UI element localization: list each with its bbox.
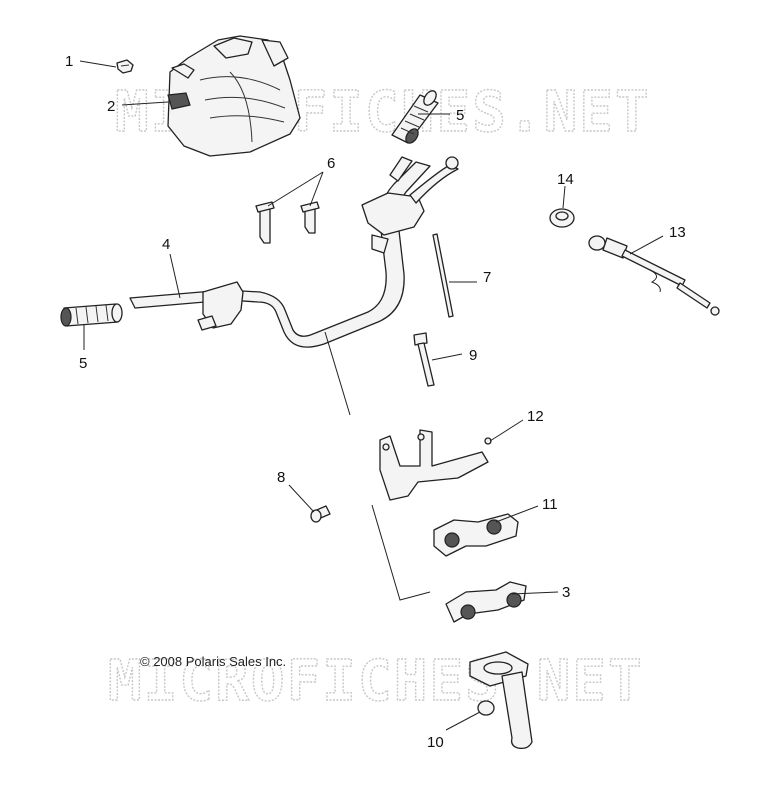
- part-13-cable: [588, 235, 720, 316]
- callout-10: 10: [427, 734, 444, 751]
- part-12-bracket: [379, 429, 492, 501]
- part-6-brackets: [255, 201, 320, 244]
- callout-6: 6: [327, 155, 335, 172]
- callout-2: 2: [107, 98, 115, 115]
- callout-8: 8: [277, 469, 285, 486]
- part-11-clamp: [433, 513, 519, 557]
- part-10-steering-post: [469, 651, 533, 750]
- part-8-bolt: [310, 505, 331, 523]
- callout-7: 7: [483, 269, 491, 286]
- callout-1: 1: [65, 53, 73, 70]
- callout-12: 12: [527, 408, 544, 425]
- callout-14: 14: [557, 171, 574, 188]
- part-7-rod: [432, 233, 454, 318]
- copyright-text: © 2008 Polaris Sales Inc.: [140, 654, 286, 669]
- part-14-nut: [549, 208, 575, 228]
- callout-9: 9: [469, 347, 477, 364]
- callout-labels: 1 2 5 6 4 5 7 9 14 13 12 8 11 3 10: [65, 53, 686, 751]
- callout-13: 13: [669, 224, 686, 241]
- callout-3: 3: [562, 584, 570, 601]
- leader-lines: [79, 60, 664, 731]
- part-9-bolt: [413, 332, 435, 387]
- part-5-right-grip: [391, 90, 439, 144]
- callout-11: 11: [542, 496, 558, 513]
- part-handlebar: [129, 156, 459, 348]
- part-2-handlebar-cover: [167, 35, 301, 157]
- part-3-clamp: [445, 581, 527, 623]
- part-5-left-grip: [60, 303, 123, 327]
- part-1-screw: [116, 59, 134, 74]
- callout-4: 4: [162, 236, 170, 253]
- watermark-bottom: MICROFICHES.NET: [108, 649, 644, 714]
- callout-5-left: 5: [79, 355, 87, 372]
- callout-5-right: 5: [456, 107, 464, 124]
